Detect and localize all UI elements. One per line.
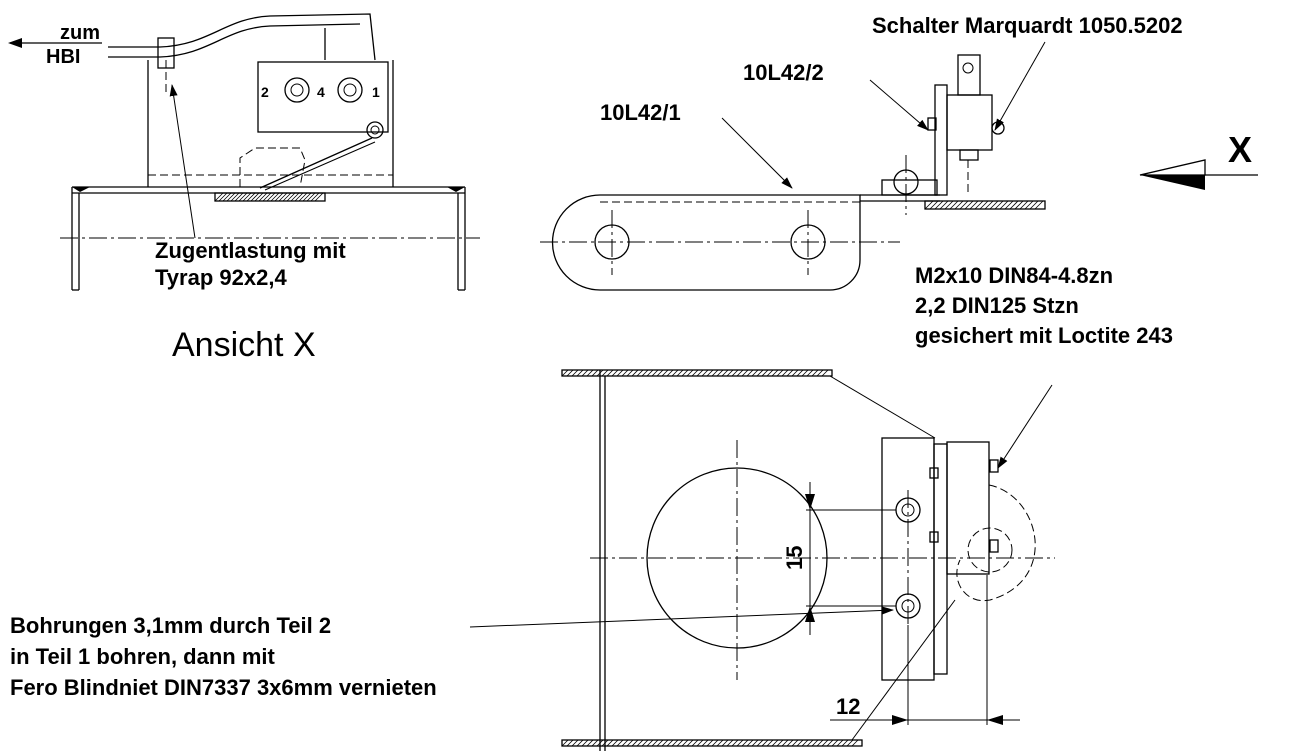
dimension-15: 15 xyxy=(782,546,807,570)
label-part-10l42-1: 10L42/1 xyxy=(600,100,681,125)
dimension-12: 12 xyxy=(836,694,860,719)
label-zugentlastung-line1: Zugentlastung mit xyxy=(155,238,346,263)
view-x-drawing xyxy=(8,13,480,291)
label-bohrungen-line2: in Teil 1 bohren, dann mit xyxy=(10,644,276,669)
label-screw-line2: 2,2 DIN125 Stzn xyxy=(915,293,1079,318)
label-zugentlastung-line2: Tyrap 92x2,4 xyxy=(155,265,287,290)
label-screw-line1: M2x10 DIN84-4.8zn xyxy=(915,263,1113,288)
terminal-4-label: 4 xyxy=(317,84,325,100)
terminal-1-label: 1 xyxy=(372,84,380,100)
label-view-x: X xyxy=(1228,129,1252,170)
label-zum: zum xyxy=(60,22,100,44)
label-hbi: HBI xyxy=(46,46,80,68)
label-part-10l42-2: 10L42/2 xyxy=(743,60,824,85)
label-ansicht-x: Ansicht X xyxy=(172,326,316,364)
side-view-drawing xyxy=(540,41,1258,291)
label-schalter: Schalter Marquardt 1050.5202 xyxy=(872,13,1183,38)
label-bohrungen-line1: Bohrungen 3,1mm durch Teil 2 xyxy=(10,613,331,638)
label-bohrungen-line3: Fero Blindniet DIN7337 3x6mm vernieten xyxy=(10,675,437,700)
terminal-2-label: 2 xyxy=(261,84,269,100)
label-screw-line3: gesichert mit Loctite 243 xyxy=(915,323,1173,348)
top-view-drawing xyxy=(469,369,1055,751)
